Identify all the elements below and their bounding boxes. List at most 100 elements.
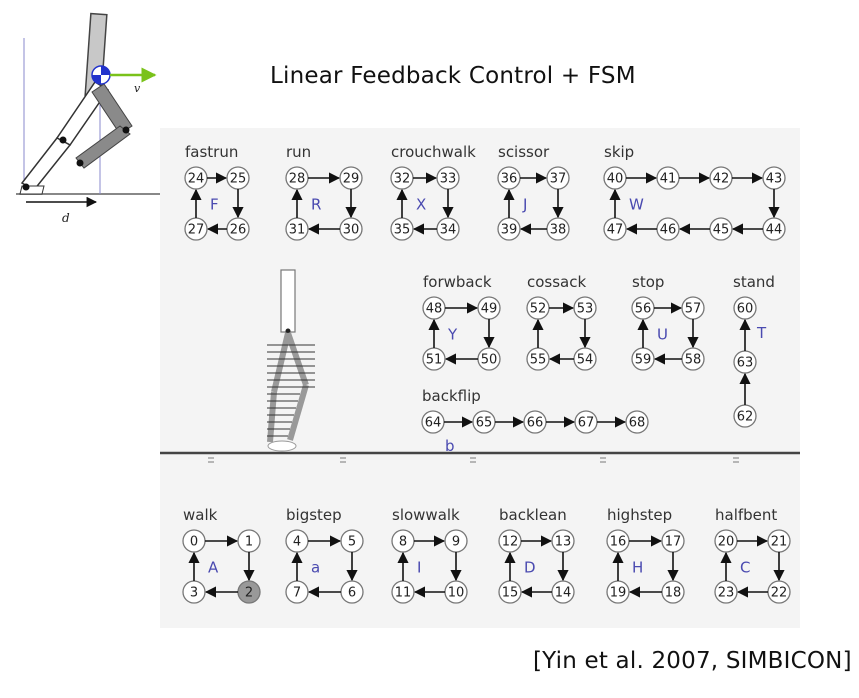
state-number: 65: [476, 416, 493, 431]
fsm-key-crouchwalk: X: [416, 196, 426, 214]
distance-label: d: [62, 211, 70, 225]
fsm-label-scissor: scissor: [498, 143, 550, 161]
state-diagram-panel: [160, 128, 800, 628]
state-number: 20: [718, 535, 735, 550]
fsm-key-highstep: H: [632, 559, 643, 577]
com-marker-quadrant: [92, 75, 101, 84]
state-number: 39: [501, 223, 518, 238]
state-number: 7: [293, 586, 301, 601]
state-number: 27: [188, 223, 205, 238]
state-number: 54: [577, 353, 594, 368]
state-number: 4: [293, 535, 301, 550]
fsm-key-walk: A: [208, 559, 219, 577]
state-number: 1: [245, 535, 253, 550]
state-number: 30: [343, 223, 360, 238]
state-number: 19: [610, 586, 627, 601]
state-number: 21: [771, 535, 788, 550]
fsm-label-highstep: highstep: [607, 506, 672, 524]
inset-knee-joint: [59, 136, 67, 144]
state-number: 37: [550, 172, 567, 187]
fsm-key-forwback: Y: [447, 326, 458, 344]
slide-title: Linear Feedback Control + FSM: [270, 63, 636, 89]
state-number: 55: [530, 353, 547, 368]
state-number: 42: [713, 172, 730, 187]
state-number: 14: [555, 586, 572, 601]
state-number: 38: [550, 223, 567, 238]
citation: [Yin et al. 2007, SIMBICON]: [533, 648, 852, 674]
state-number: 28: [289, 172, 306, 187]
fsm-key-slowwalk: I: [417, 559, 421, 577]
fsm-label-bigstep: bigstep: [286, 506, 342, 524]
fsm-label-slowwalk: slowwalk: [392, 506, 460, 524]
fsm-key-bigstep: a: [311, 559, 320, 577]
state-number: 26: [230, 223, 247, 238]
state-number: 35: [394, 223, 411, 238]
inset-swing-knee-joint: [122, 126, 130, 134]
state-number: 36: [501, 172, 518, 187]
inset-swing-shin: [75, 125, 131, 169]
fsm-key-backlean: D: [524, 559, 536, 577]
state-number: 40: [607, 172, 624, 187]
state-number: 10: [448, 586, 465, 601]
state-number: 0: [190, 535, 198, 550]
fsm-label-backflip: backflip: [422, 387, 481, 405]
fsm-label-cossack: cossack: [527, 273, 586, 291]
state-number: 2: [245, 586, 253, 601]
state-number: 44: [766, 223, 783, 238]
inset-ankle-joint: [22, 183, 30, 191]
state-number: 33: [440, 172, 457, 187]
state-number: 13: [555, 535, 572, 550]
velocity-label: v: [134, 82, 141, 95]
state-number: 12: [502, 535, 519, 550]
state-number: 29: [343, 172, 360, 187]
state-number: 58: [685, 353, 702, 368]
state-number: 63: [737, 356, 754, 371]
fsm-label-stop: stop: [632, 273, 664, 291]
fsm-label-crouchwalk: crouchwalk: [391, 143, 476, 161]
state-number: 22: [771, 586, 788, 601]
fsm-key-backflip: b: [445, 437, 455, 455]
state-number: 68: [629, 416, 646, 431]
state-number: 17: [665, 535, 682, 550]
inset-swing-thigh: [91, 83, 133, 135]
state-number: 18: [665, 586, 682, 601]
state-number: 5: [348, 535, 356, 550]
state-number: 66: [527, 416, 544, 431]
state-number: 49: [481, 302, 498, 317]
state-number: 24: [188, 172, 205, 187]
state-number: 11: [395, 586, 412, 601]
state-number: 50: [481, 353, 498, 368]
fsm-label-backlean: backlean: [499, 506, 567, 524]
fsm-key-halfbent: C: [740, 559, 750, 577]
fsm-label-halfbent: halfbent: [715, 506, 777, 524]
state-number: 59: [635, 353, 652, 368]
state-number: 67: [578, 416, 595, 431]
state-number: 15: [502, 586, 519, 601]
inset-swing-ankle-joint: [76, 159, 84, 167]
state-number: 6: [348, 586, 356, 601]
fsm-key-run: R: [311, 196, 321, 214]
biped-model-inset: v d: [16, 12, 160, 225]
fsm-label-forwback: forwback: [423, 273, 492, 291]
state-number: 3: [190, 586, 198, 601]
state-number: 52: [530, 302, 547, 317]
state-number: 32: [394, 172, 411, 187]
walker-torso: [280, 269, 296, 333]
fsm-label-skip: skip: [604, 143, 634, 161]
walker-figure: [267, 269, 315, 452]
fsm-key-stand: T: [756, 324, 767, 342]
ground-ticks: [208, 457, 739, 463]
state-number: 43: [766, 172, 783, 187]
state-number: 57: [685, 302, 702, 317]
com-marker-quadrant: [101, 66, 110, 75]
fsm-label-stand: stand: [733, 273, 775, 291]
state-number: 53: [577, 302, 594, 317]
fsm-label-fastrun: fastrun: [185, 143, 238, 161]
fsm-label-run: run: [286, 143, 311, 161]
state-number: 47: [607, 223, 624, 238]
fsm-key-stop: U: [657, 326, 668, 344]
state-number: 8: [399, 535, 407, 550]
state-number: 48: [426, 302, 443, 317]
state-number: 41: [660, 172, 677, 187]
